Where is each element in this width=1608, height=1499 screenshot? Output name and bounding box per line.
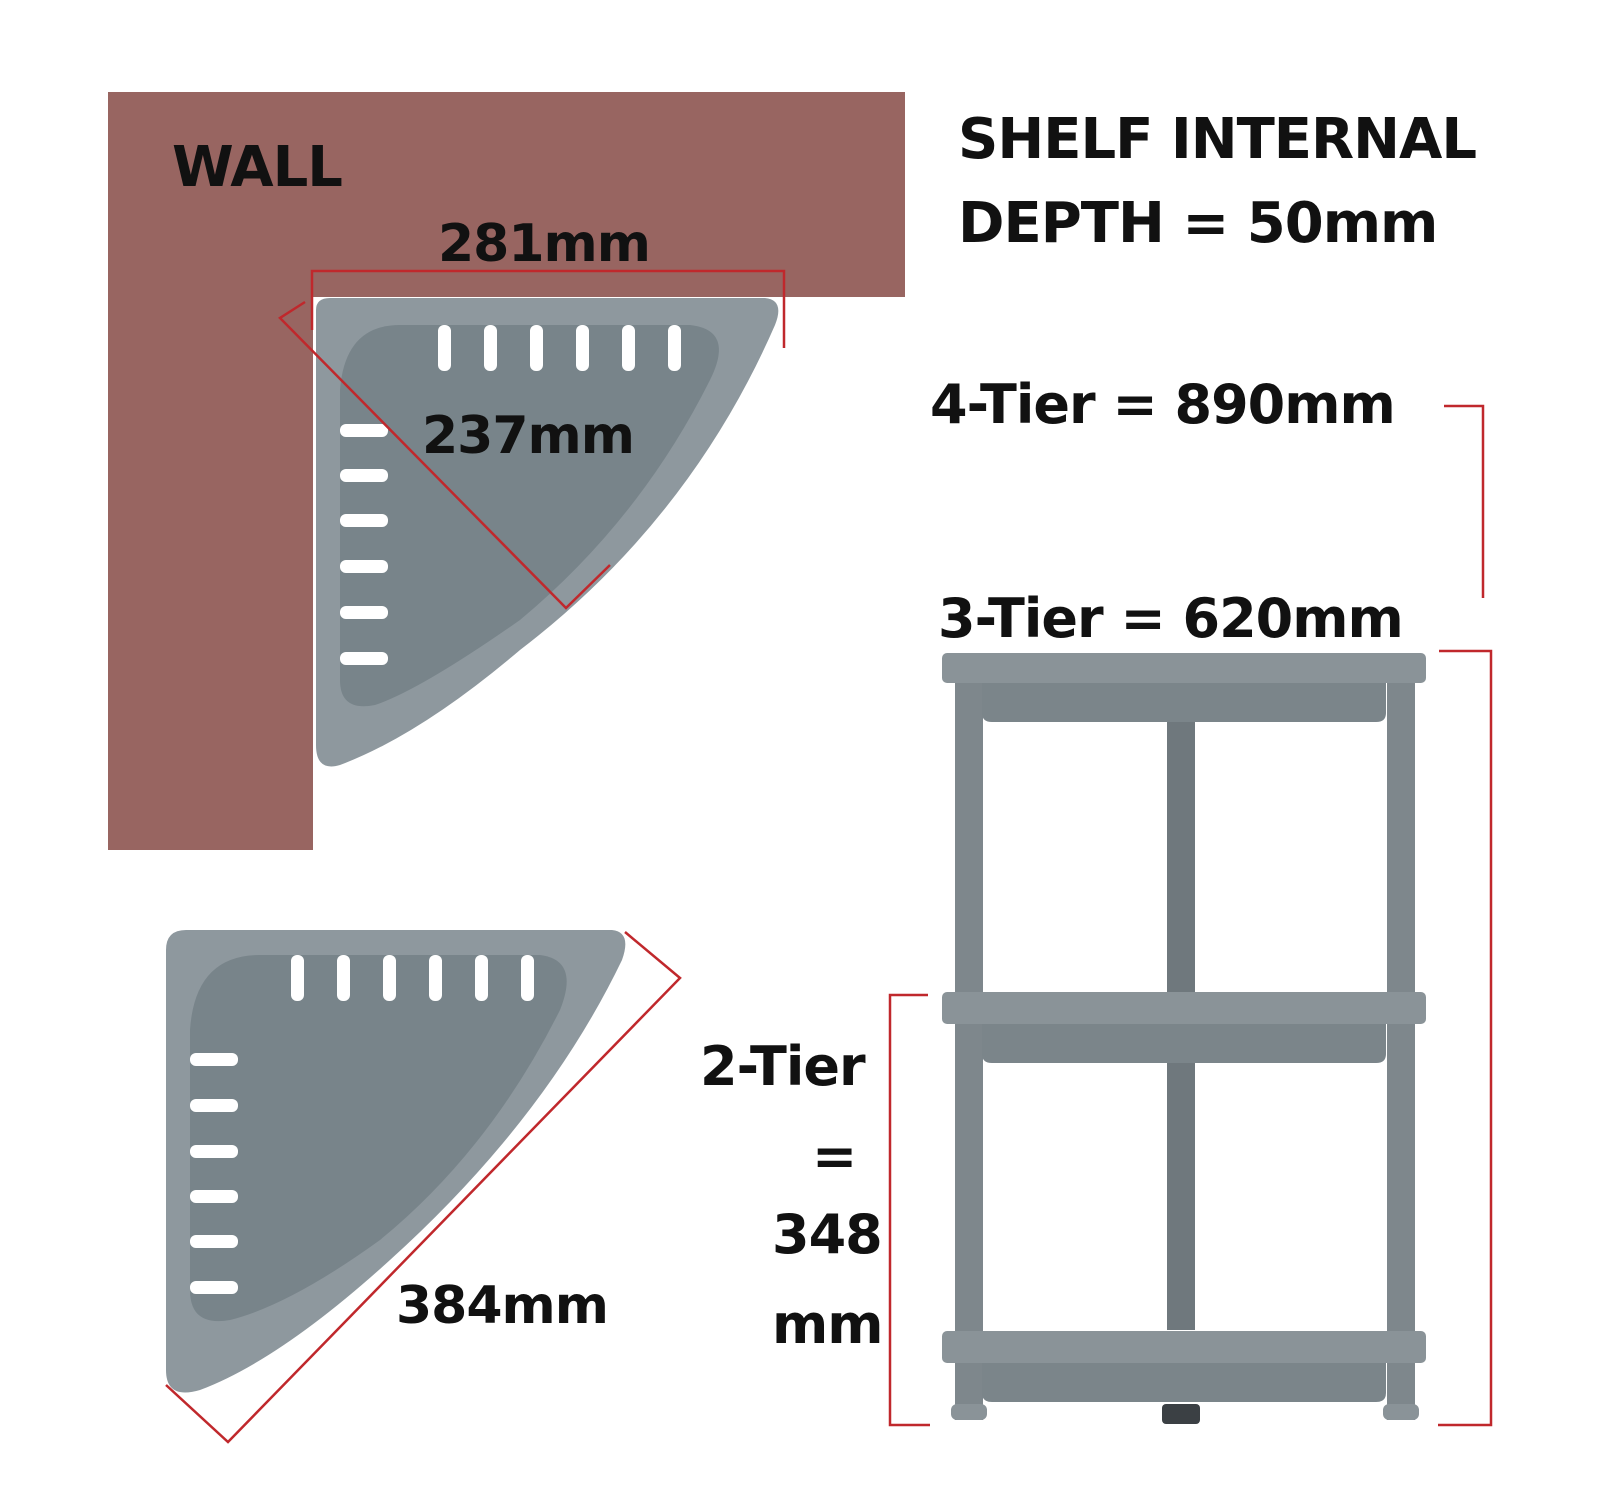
two-tier-label-line3: 348: [772, 1203, 883, 1266]
bottom-shelf-illustration: [166, 930, 626, 1393]
wall-shape: [108, 92, 905, 850]
width-281-label: 281mm: [438, 214, 651, 274]
height-dimension-lines: [888, 404, 1493, 1427]
depth-237-label: 237mm: [422, 406, 635, 466]
top-shelf-illustration: [316, 298, 779, 767]
top-shelf-dimension-lines: [278, 269, 786, 610]
internal-depth-line1: SHELF INTERNAL: [958, 107, 1477, 172]
three-tier-height-label: 3-Tier = 620mm: [938, 587, 1404, 650]
wall-label: WALL: [172, 135, 343, 200]
four-tier-height-label: 4-Tier = 890mm: [930, 373, 1396, 436]
diagonal-384-label: 384mm: [396, 1276, 609, 1336]
shelving-unit-illustration: [942, 653, 1426, 1424]
two-tier-label-line4: mm: [772, 1293, 884, 1356]
internal-depth-line2: DEPTH = 50mm: [958, 191, 1438, 256]
two-tier-label-line2: =: [812, 1125, 857, 1188]
bottom-shelf-dimension-line: [165, 931, 682, 1444]
two-tier-label-line1: 2-Tier: [700, 1035, 866, 1098]
